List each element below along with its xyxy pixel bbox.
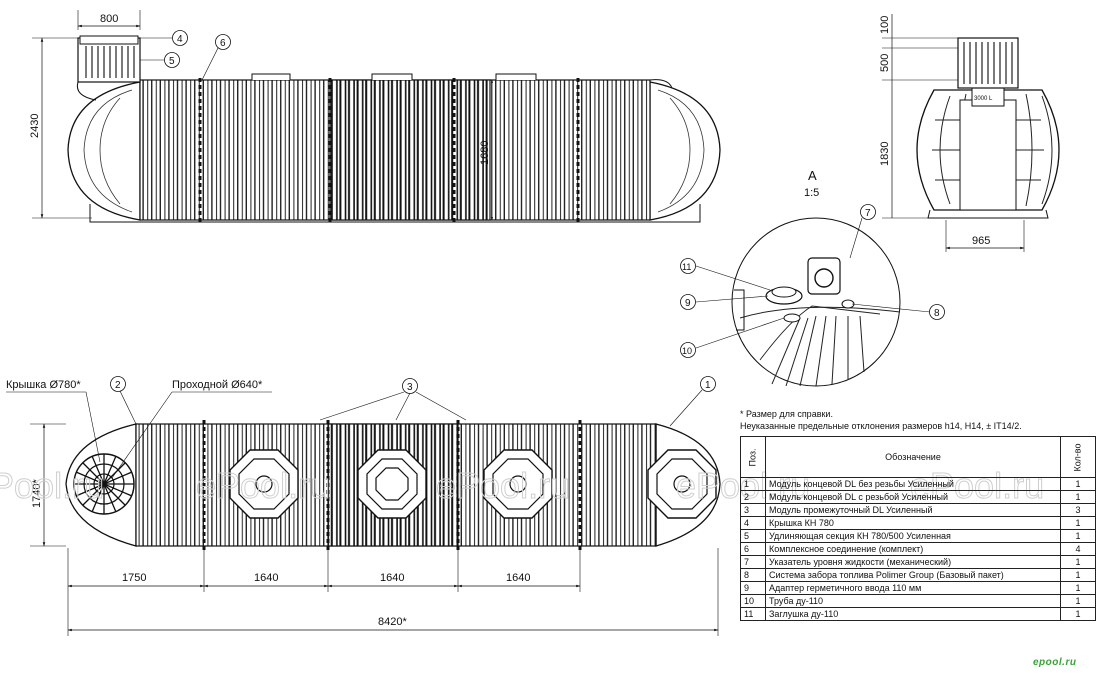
- cell-pos: 7: [740, 555, 766, 569]
- dim-2430: 2430: [29, 114, 41, 138]
- watermark: ePool.ru: [436, 465, 570, 506]
- cell-name: Комплексное соединение (комплект): [764, 542, 1062, 556]
- plan-hatch-1: [229, 449, 299, 519]
- cell-pos: 4: [740, 516, 766, 530]
- cell-name: Труба ду-110: [764, 594, 1062, 608]
- dim-1680: 1680: [479, 141, 491, 165]
- side-plate-label: 3000 L: [974, 96, 993, 102]
- cell-name: Крышка КН 780: [764, 516, 1062, 530]
- callout-2: 2: [115, 380, 121, 391]
- table-header-row: Поз. Обозначение Кол-во: [740, 436, 1096, 478]
- dim-100: 100: [879, 16, 891, 34]
- dim-8420: 8420*: [378, 616, 407, 628]
- callout-9: 9: [685, 298, 691, 309]
- col-name-header: Обозначение: [764, 436, 1062, 478]
- cell-qty: 1: [1060, 477, 1096, 491]
- plan-hatch-4: [647, 449, 717, 519]
- label-passage: Проходной Ø640*: [172, 379, 263, 391]
- cell-pos: 2: [740, 490, 766, 504]
- cell-pos: 9: [740, 581, 766, 595]
- dim-1640-b: 1640: [380, 572, 404, 584]
- cell-name: Модуль концевой DL с резьбой Усиленный: [764, 490, 1062, 504]
- cell-qty: 1: [1060, 568, 1096, 582]
- detail-circle: [731, 217, 901, 387]
- brand-logo: epool.ru: [1033, 657, 1077, 668]
- plan-hatch-2: [357, 449, 427, 519]
- dim-800: 800: [100, 13, 118, 25]
- cell-pos: 10: [740, 594, 766, 608]
- front-left-endcap: [67, 81, 141, 221]
- cell-qty: 3: [1060, 503, 1096, 517]
- cell-qty: 1: [1060, 594, 1096, 608]
- front-view: 800 2430 1680 4 5 6: [29, 10, 721, 223]
- side-view: 3000 L 100 500 1830 965: [879, 14, 1060, 252]
- col-pos-header: Поз.: [740, 436, 766, 478]
- cell-qty: 1: [1060, 555, 1096, 569]
- cell-name: Модуль промежуточный DL Усиленный: [764, 503, 1062, 517]
- dim-965: 965: [972, 235, 990, 247]
- plan-view: Крышка Ø780* Проходной Ø640* 2 3 1 1740*: [6, 376, 721, 636]
- dim-1750: 1750: [122, 572, 146, 584]
- dim-1740: 1740*: [31, 479, 43, 508]
- detail-title: A: [808, 168, 817, 183]
- cell-pos: 5: [740, 529, 766, 543]
- front-right-endcap: [649, 81, 721, 221]
- detail-scale: 1:5: [804, 187, 819, 199]
- callout-5: 5: [169, 56, 175, 67]
- callout-1: 1: [705, 380, 711, 391]
- note-reference: * Размер для справки.: [740, 409, 833, 419]
- cell-qty: 1: [1060, 607, 1096, 621]
- plan-hatch-3: [483, 449, 553, 519]
- label-lid: Крышка Ø780*: [6, 379, 81, 391]
- cell-name: Заглушка ду-110: [764, 607, 1062, 621]
- cell-qty: 1: [1060, 529, 1096, 543]
- callout-6: 6: [220, 38, 226, 49]
- dim-1640-c: 1640: [506, 572, 530, 584]
- callout-3: 3: [407, 382, 413, 393]
- note-tolerances: Неуказанные предельные отклонения размер…: [740, 421, 1022, 431]
- cell-name: Адаптер герметичного ввода 110 мм: [764, 581, 1062, 595]
- cell-qty: 1: [1060, 490, 1096, 504]
- cell-name: Система забора топлива Polimer Group (Ба…: [764, 568, 1062, 582]
- cell-name: Модуль концевой DL без резьбы Усиленный: [764, 477, 1062, 491]
- watermark: ePool.ru: [196, 465, 330, 506]
- detail-a: A 1:5 7 8 9 10: [680, 168, 945, 387]
- front-neck: [77, 37, 141, 83]
- cell-name: Указатель уровня жидкости (механический): [764, 555, 1062, 569]
- col-qty-header: Кол-во: [1060, 436, 1096, 478]
- cell-pos: 3: [740, 503, 766, 517]
- callout-7: 7: [865, 208, 871, 219]
- cell-pos: 11: [740, 607, 766, 621]
- dim-500: 500: [879, 54, 891, 72]
- cell-qty: 1: [1060, 581, 1096, 595]
- cell-pos: 6: [740, 542, 766, 556]
- cell-qty: 1: [1060, 516, 1096, 530]
- dim-1640-a: 1640: [254, 572, 278, 584]
- callout-8: 8: [934, 308, 940, 319]
- callout-11: 11: [682, 262, 691, 272]
- cell-name: Удлиняющая секция КН 780/500 Усиленная: [764, 529, 1062, 543]
- cell-qty: 4: [1060, 542, 1096, 556]
- specification-block: * Размер для справки. Неуказанные предел…: [740, 408, 1096, 621]
- callout-4: 4: [177, 34, 183, 45]
- callout-10: 10: [682, 346, 692, 356]
- dim-1830: 1830: [879, 142, 891, 166]
- cell-pos: 8: [740, 568, 766, 582]
- cell-pos: 1: [740, 477, 766, 491]
- watermark: ePool.ru: [0, 465, 104, 506]
